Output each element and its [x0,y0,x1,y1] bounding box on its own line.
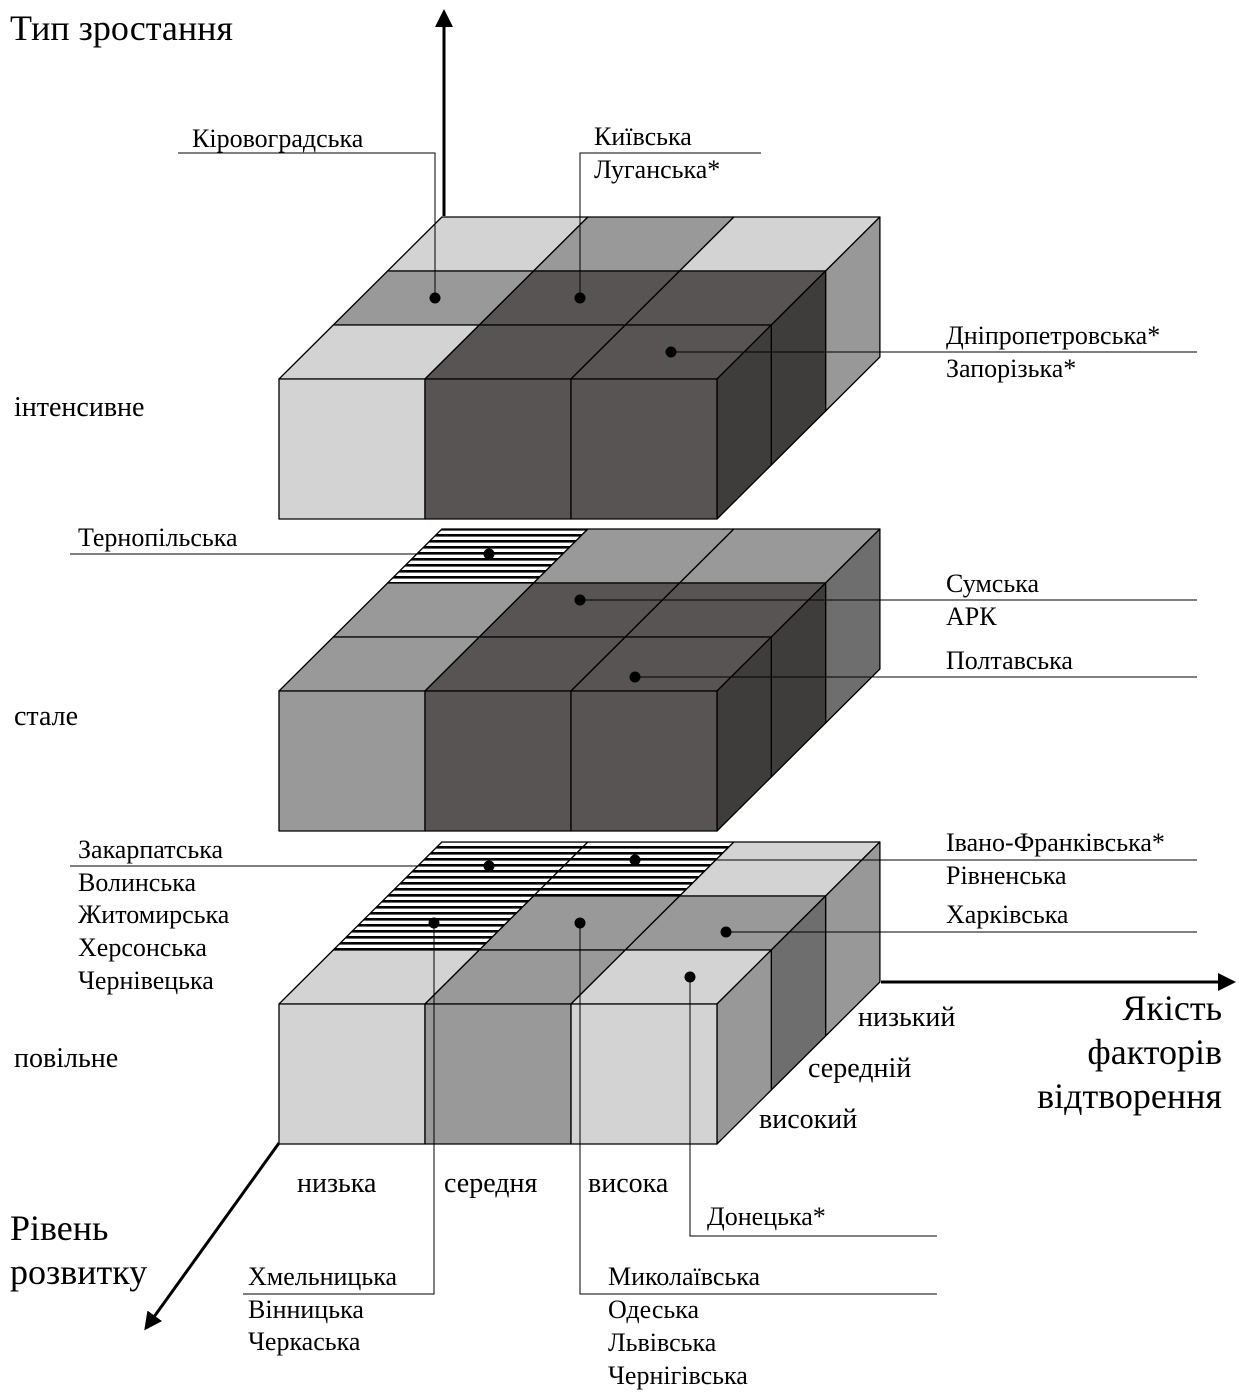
right-axis-title-1: Якість [1122,988,1222,1028]
leader-donetska [689,977,937,1237]
region-label: Черкаська [248,1327,361,1356]
layer-slow-front-cell [424,1003,572,1145]
region-label: Рівненська [946,861,1067,890]
region-label: Житомирська [78,900,230,929]
marker-kharkivska [720,926,732,938]
region-label: Миколаївська [608,1262,760,1291]
front-category-low: низька [297,1168,377,1199]
leader-kirovohradska [178,152,436,298]
front-category-medium: середня [444,1168,537,1199]
leader-lines [70,152,1197,1295]
depth-category-medium: середній [808,1053,911,1084]
depth-category-high: високий [759,1104,857,1135]
marker-ternopilska [483,548,495,560]
marker-khmelnytska [428,917,440,929]
leader-kyivska [579,152,761,298]
cube-layers [278,216,881,1145]
marker-mykolaivska [574,917,586,929]
region-label: Одеська [608,1295,699,1324]
region-label: Харківська [946,900,1069,929]
layer-slow-front-cell [278,1003,426,1145]
region-label: Полтавська [946,646,1073,675]
region-label: Закарпатська [78,835,223,864]
region-label: Херсонська [78,933,207,962]
level-label-intensive: інтенсивне [14,392,144,423]
left-axis-title-1: Рівень [10,1208,108,1248]
leader-mykolaivska [579,923,937,1295]
region-label: Луганська* [594,155,720,184]
marker-kirovohradska [429,292,441,304]
layer-slow-front-cell [570,1003,718,1145]
marker-sumska [574,594,586,606]
region-label: Чернігівська [608,1361,748,1390]
region-label: Івано-Франківська* [946,828,1165,857]
axes [144,9,1236,1331]
region-label: Волинська [78,868,196,897]
vertical-axis-title: Тип зростання [10,8,233,48]
level-label-stable: стале [14,701,78,732]
marker-poltavska [629,671,641,683]
marker-dnipro [665,346,677,358]
layer-stable-front-cell [278,690,426,832]
region-label: Донецька* [707,1202,826,1231]
region-label: Вінницька [248,1295,364,1324]
region-label: Дніпропетровська* [946,321,1160,350]
depth-category-low: низький [858,1002,955,1033]
region-label: Львівська [608,1328,717,1357]
layer-intensive-front-cell [570,378,718,520]
marker-kyivska [574,292,586,304]
left-axis [144,1142,281,1331]
marker-zakarpatska [483,860,495,872]
layer-stable-front-cell [424,690,572,832]
right-axis-title-2: факторів [1087,1032,1222,1072]
region-markers [428,292,732,983]
right-axis-title-3: відтворення [1037,1076,1222,1116]
region-label: АРК [946,602,997,631]
region-label: Запорізька* [946,354,1076,383]
region-label: Кіровоградська [192,124,364,153]
region-label: Хмельницька [248,1262,397,1291]
layer-stable-front-cell [570,690,718,832]
marker-donetska [684,971,696,983]
layer-intensive-front-cell [424,378,572,520]
left-axis-title-2: розвитку [10,1252,147,1292]
front-category-high: висока [588,1168,669,1199]
level-label-slow: повільне [14,1043,118,1074]
region-label: Київська [594,122,692,151]
layer-intensive-front-cell [278,378,426,520]
region-label: Тернопільська [78,523,238,552]
marker-ivano [629,854,641,866]
leader-khmelnytska [243,923,435,1295]
region-label: Сумська [946,569,1039,598]
region-label: Чернівецька [78,966,214,995]
